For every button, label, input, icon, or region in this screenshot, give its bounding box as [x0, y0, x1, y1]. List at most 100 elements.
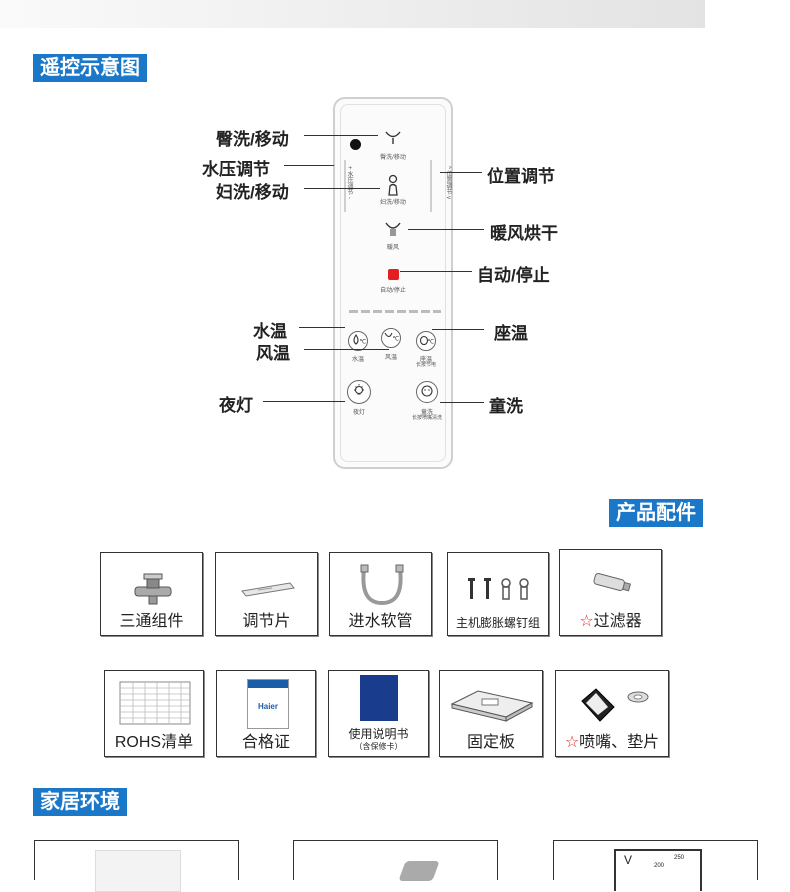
accessory-name: 三通组件 [119, 613, 184, 630]
night-light-button-label: 夜灯 [352, 410, 365, 416]
accessory-screws: 主机膨胀螺钉组 [447, 552, 549, 636]
accessory-hose: 进水软管 [329, 552, 432, 636]
meter-label: 250 [674, 855, 685, 861]
top-banner [0, 0, 705, 28]
lady-wash-button-label: 妇洗/移动 [380, 200, 406, 206]
accessory-name: 固定板 [466, 734, 515, 751]
accessory-rohs-list: ROHS清单 [104, 670, 204, 757]
callout-line-water-temp [299, 327, 345, 328]
env-card-valve [293, 840, 498, 881]
certificate-icon: Haier [247, 679, 289, 729]
callout-line-child-wash [440, 402, 484, 403]
water-temp-button[interactable]: ℃ [348, 331, 368, 351]
position-marks: ^ 位置调节 v [445, 166, 451, 200]
bulb-icon [354, 384, 364, 395]
air-temp-icon: ℃ [384, 332, 399, 343]
child-face-icon [421, 385, 433, 397]
meter-label: V [624, 853, 633, 867]
hip-wash-dot [350, 139, 361, 150]
svg-text:℃: ℃ [359, 340, 366, 346]
auto-stop-button-label: 自动/停止 [380, 288, 406, 294]
hip-wash-button-label: 臀洗/移动 [380, 155, 406, 161]
accessory-name: 调节片 [242, 613, 291, 630]
remote-section-title: 遥控示意图 [33, 54, 147, 82]
filter-icon [593, 572, 632, 592]
callout-position: 位置调节 [487, 167, 555, 186]
callout-lady-wash: 妇洗/移动 [216, 183, 289, 202]
env-card-meter: V 200 250 [553, 840, 758, 891]
accessory-manual: 使用说明书 （含保修卡） [328, 670, 429, 757]
seat-temp-button-label: 座温 [419, 357, 432, 363]
child-wash-button-label: 童洗 [420, 410, 433, 416]
child-wash-button[interactable] [416, 381, 438, 403]
callout-water-temp: 水温 [253, 322, 287, 341]
accessories-section-title: 产品配件 [609, 499, 703, 527]
button-divider [349, 310, 441, 313]
callout-auto-stop: 自动/停止 [477, 266, 550, 285]
callout-air-temp: 风温 [256, 344, 290, 363]
callout-line-seat-temp [432, 329, 484, 330]
air-temp-button[interactable]: ℃ [381, 328, 401, 348]
wall-socket-image [95, 850, 181, 892]
callout-night-light: 夜灯 [219, 396, 253, 415]
child-wash-sub-label: 长按喷嘴清洗 [411, 415, 442, 421]
callout-line-hip-wash [304, 135, 378, 136]
accessory-name: 使用说明书 [348, 727, 409, 741]
water-pressure-slider[interactable] [344, 160, 346, 212]
accessory-filter: ☆过滤器 [559, 549, 662, 636]
accessory-adjust-plate: 调节片 [215, 552, 318, 636]
star-mark: ☆ [564, 734, 580, 751]
callout-line-water-pressure [284, 165, 334, 166]
water-drop-icon: ℃ [352, 334, 366, 346]
accessory-name: 合格证 [241, 734, 290, 751]
water-pressure-marks: + 水压调节 - [346, 166, 352, 199]
auto-stop-button[interactable] [388, 269, 399, 280]
air-temp-button-label: 风温 [384, 355, 397, 361]
valve-image [398, 861, 440, 881]
accessory-certificate: Haier 合格证 [216, 670, 316, 757]
home-section-title: 家居环境 [33, 788, 127, 816]
hip-wash-icon [385, 131, 401, 144]
adjust-plate-icon [241, 582, 295, 597]
callout-line-warm-air [408, 229, 484, 230]
callout-line-position [440, 172, 482, 173]
tee-valve-icon [134, 573, 172, 605]
voltmeter-image: V 200 250 [614, 849, 702, 891]
brand-mark: Haier [257, 702, 278, 711]
accessory-name: ☆过滤器 [579, 613, 642, 630]
accessory-name: ☆喷嘴、垫片 [564, 734, 660, 751]
callout-line-air-temp [304, 349, 389, 350]
lady-wash-icon [388, 174, 398, 196]
svg-text:℃: ℃ [427, 340, 434, 346]
callout-water-pressure: 水压调节 [202, 160, 270, 179]
callout-seat-temp: 座温 [494, 324, 528, 343]
screws-icon [468, 578, 529, 600]
seat-icon: ℃ [419, 335, 434, 346]
accessory-mount-plate: 固定板 [439, 670, 543, 757]
seat-temp-sub-label: 长按节电 [415, 362, 436, 368]
callout-line-auto-stop [400, 271, 472, 272]
accessory-name: ROHS清单 [114, 734, 194, 751]
water-temp-button-label: 水温 [351, 357, 364, 363]
accessory-nozzle-gasket: ☆喷嘴、垫片 [555, 670, 669, 757]
meter-label: 200 [654, 863, 665, 869]
position-slider[interactable] [430, 160, 432, 212]
callout-hip-wash: 臀洗/移动 [216, 130, 289, 149]
accessory-sub-name: （含保修卡） [354, 742, 403, 751]
warm-air-button-label: 暖风 [386, 245, 399, 251]
svg-text:℃: ℃ [392, 337, 399, 343]
mount-plate-icon [450, 690, 534, 722]
accessory-name: 进水软管 [348, 613, 413, 630]
accessory-tee-valve: 三通组件 [100, 552, 203, 636]
hose-icon [360, 564, 404, 606]
manual-icon [360, 675, 398, 721]
remote-control [333, 97, 453, 469]
rohs-sheet-icon [119, 681, 191, 725]
callout-line-lady-wash [304, 188, 380, 189]
seat-temp-button[interactable]: ℃ [416, 331, 436, 351]
night-light-button[interactable] [347, 380, 371, 404]
accessory-name: 主机膨胀螺钉组 [455, 616, 540, 630]
nozzle-gasket-icon [581, 688, 649, 722]
star-mark: ☆ [579, 613, 594, 630]
warm-air-icon [385, 222, 401, 236]
